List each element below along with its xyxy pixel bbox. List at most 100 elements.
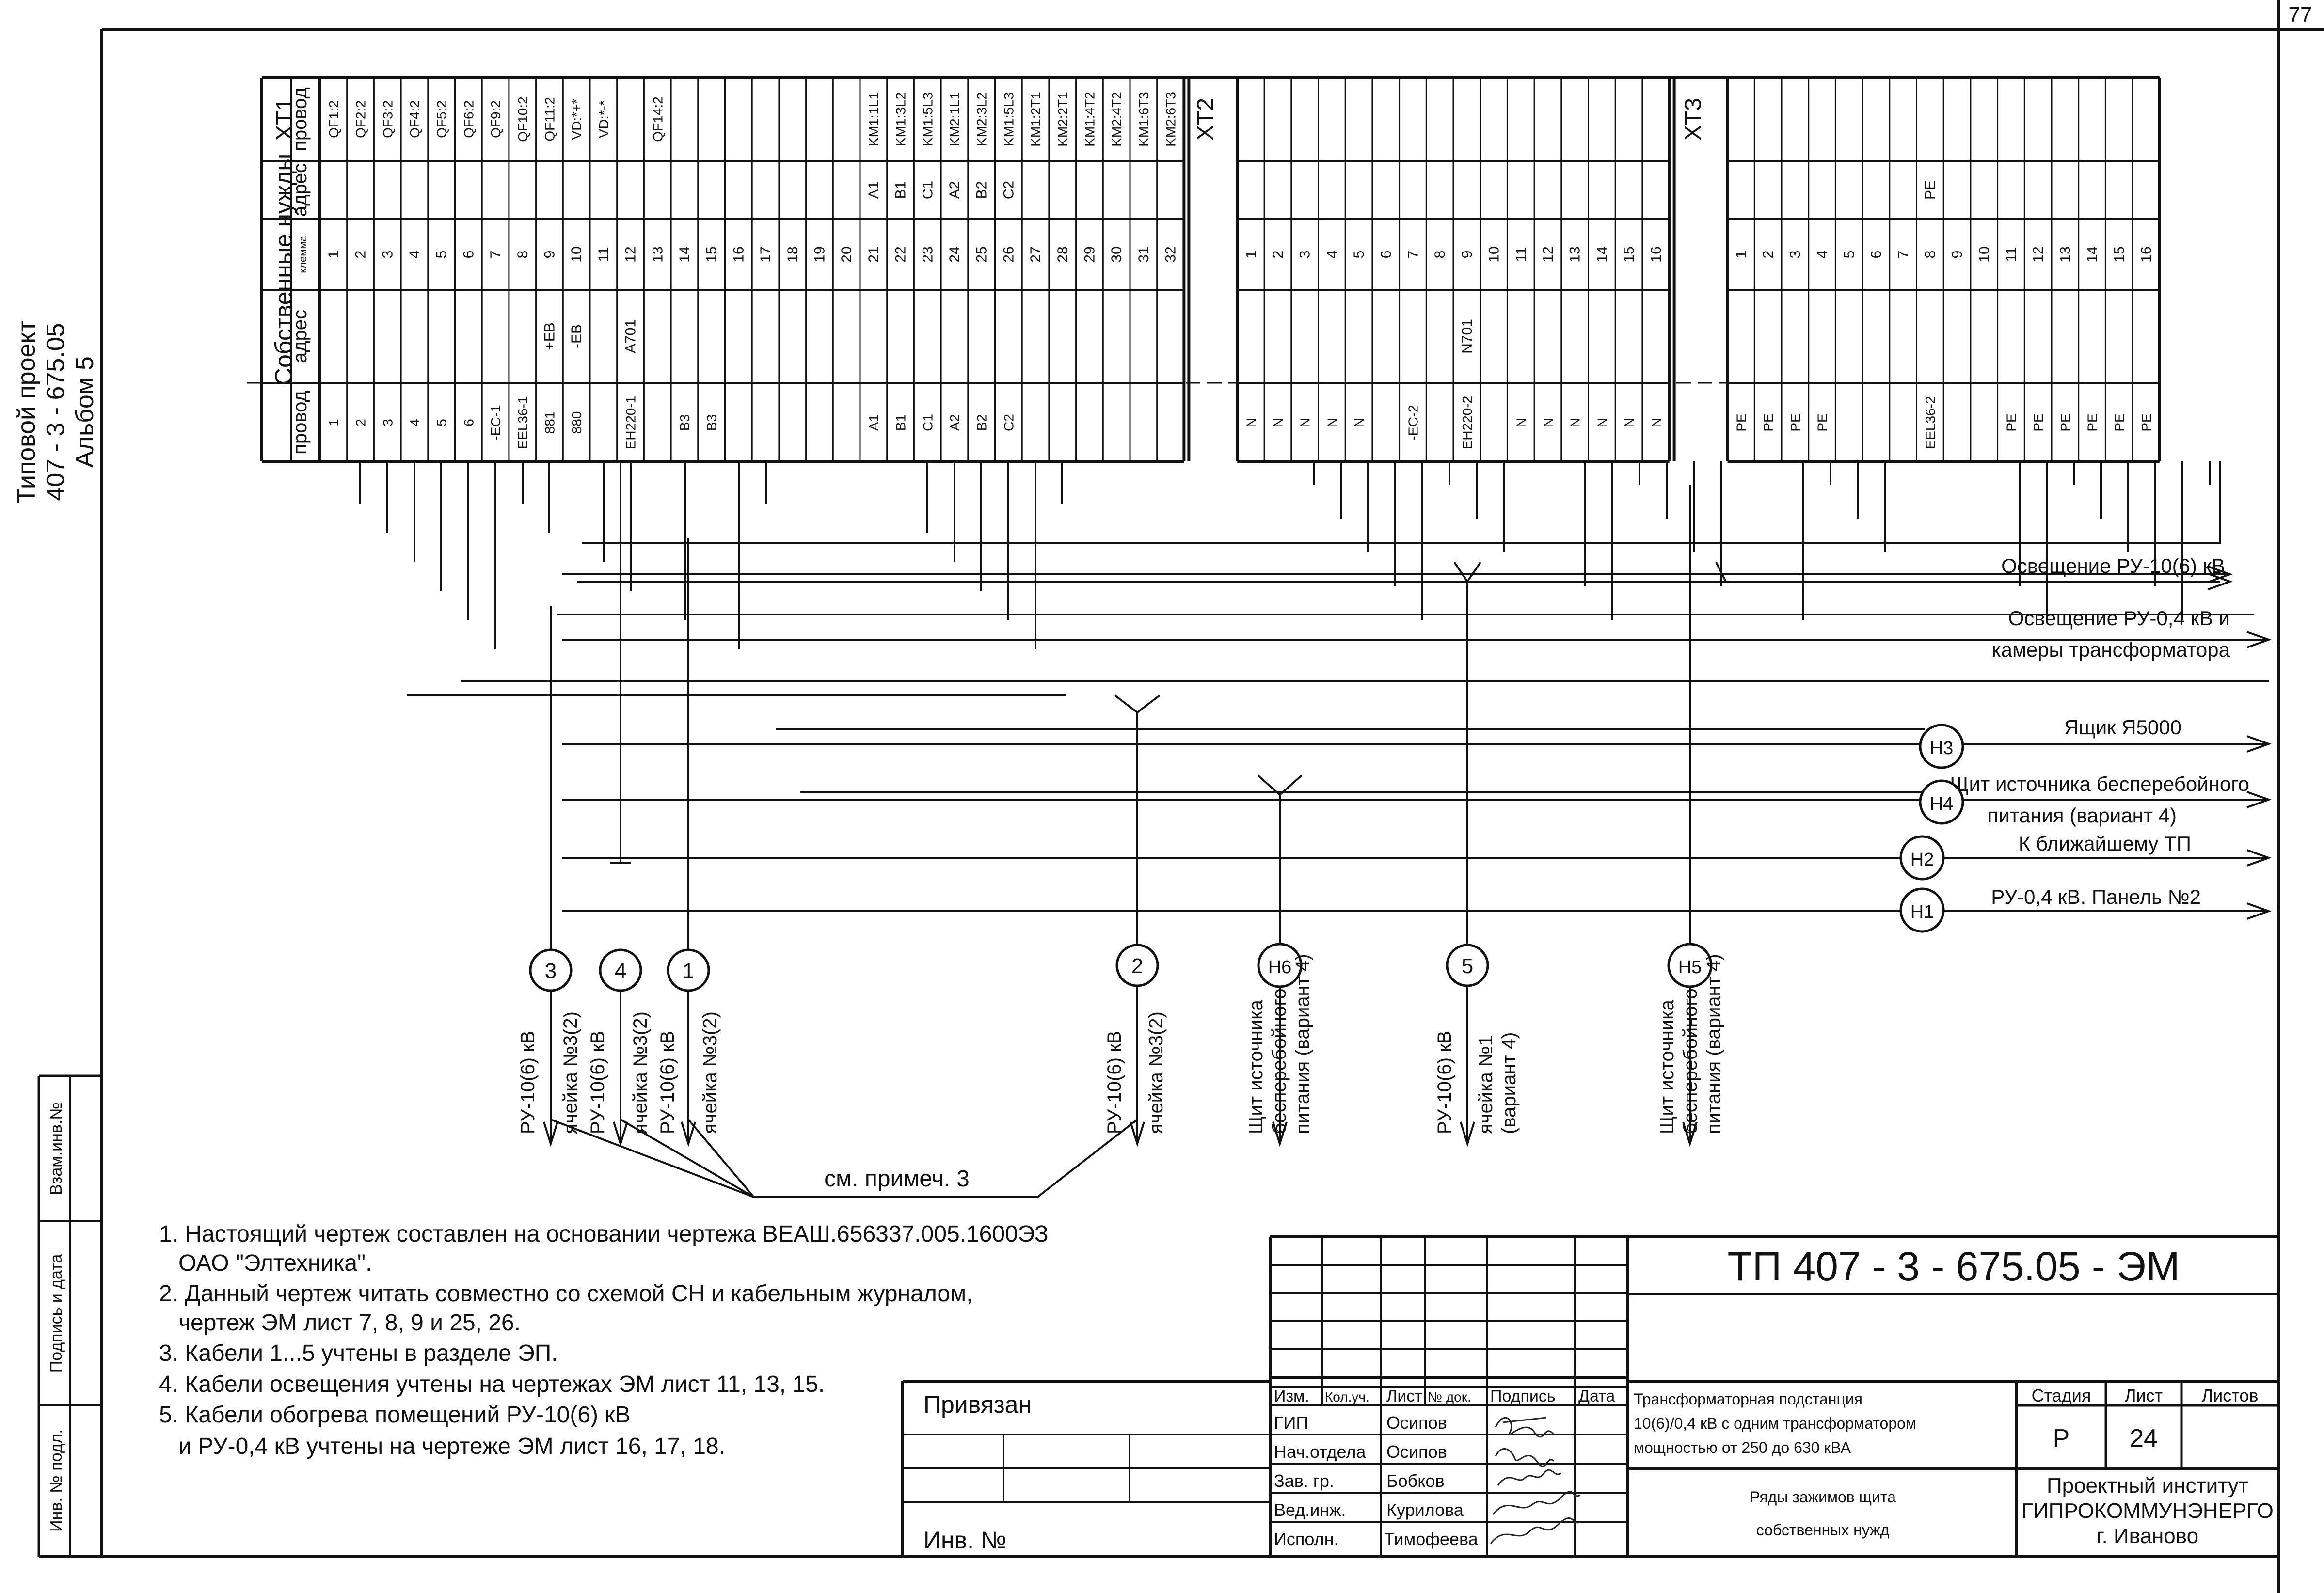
xt2-terminal-6: 6 bbox=[1378, 251, 1394, 259]
xt1-bot-wire-12: EH220-1 bbox=[623, 396, 638, 450]
xt1-bot-wire-7: -EC-1 bbox=[488, 405, 503, 440]
stamp-podpis: Подпись и дата bbox=[47, 1254, 65, 1373]
xt1-bot-wire-24: A2 bbox=[947, 414, 962, 431]
see-note-callout: см. примеч. 3 bbox=[550, 1119, 1138, 1198]
c5-label-c: (вариант 4) bbox=[1498, 1032, 1520, 1134]
stadiya-value: Р bbox=[2053, 1424, 2070, 1452]
xt3-terminal-6: 6 bbox=[1868, 251, 1884, 259]
xt2-terminal-2: 2 bbox=[1270, 251, 1286, 259]
notes: 1. Настоящий чертеж составлен на основан… bbox=[159, 1221, 1049, 1459]
name-zav: Бобков bbox=[1386, 1471, 1445, 1491]
list-value: 24 bbox=[2130, 1424, 2158, 1452]
xt1-bot-addr-9: +EB bbox=[541, 322, 557, 350]
header-klemma: клемма bbox=[297, 236, 309, 273]
side-title-line1: Типовой проект bbox=[13, 320, 41, 503]
xt1-top-wire-24: KM2:1L1 bbox=[947, 92, 962, 146]
wire-routing bbox=[359, 461, 2272, 1147]
xt1-terminal-4: 4 bbox=[407, 251, 423, 259]
drawing-frame bbox=[37, 0, 2324, 1593]
xt1-top-wire-27: KM1:2T1 bbox=[1028, 92, 1043, 147]
xt1-terminal-21: 21 bbox=[866, 246, 882, 262]
xt3-bot-wire-12: PE bbox=[2031, 413, 2046, 431]
xt3-terminal-14: 14 bbox=[2085, 246, 2101, 262]
xt1-terminal-18: 18 bbox=[785, 246, 801, 262]
output-h4-b: питания (вариант 4) bbox=[1988, 804, 2177, 827]
cable-h5-label: H5 bbox=[1678, 957, 1702, 978]
xt1-terminal-10: 10 bbox=[569, 246, 585, 262]
xt2-bot-wire-3: N bbox=[1298, 418, 1313, 427]
h6-label-c: питания (вариант 4) bbox=[1292, 954, 1313, 1134]
name-ved: Курилова bbox=[1386, 1500, 1464, 1520]
xt2-bot-wire-4: N bbox=[1324, 418, 1339, 427]
xt3-bot-wire-8: EEL36-2 bbox=[1923, 396, 1938, 449]
xt1-top-addr-21: A1 bbox=[866, 181, 882, 199]
see-note-text: см. примеч. 3 bbox=[824, 1166, 970, 1192]
xt1-bot-addr-12: A701 bbox=[623, 319, 639, 353]
xt3-terminal-1: 1 bbox=[1733, 251, 1749, 259]
xt1-top-wire-31: KM1:6T3 bbox=[1136, 92, 1151, 147]
terminal-blocks: Собственные нуждыпроводадресклеммаадресп… bbox=[247, 76, 2161, 463]
cable-markers: 3 4 1 2 H6 5 H5 H3 H4 H2 H1 bbox=[529, 724, 1964, 992]
xt2-bot-wire-13: N bbox=[1568, 418, 1583, 427]
xt3-terminal-7: 7 bbox=[1895, 251, 1911, 259]
c3-label-a: РУ-10(6) кВ bbox=[517, 1031, 539, 1134]
xt3-top-addr-8: PE bbox=[1922, 180, 1938, 200]
xt1-bot-wire-2: 2 bbox=[353, 419, 368, 426]
org-1: Проектный институт bbox=[2047, 1474, 2248, 1498]
xt1-top-addr-25: B2 bbox=[974, 181, 990, 199]
header-adres-bot: адрес bbox=[289, 310, 311, 363]
cable-1: 1 bbox=[667, 948, 710, 992]
xt3-bot-wire-2: PE bbox=[1761, 413, 1776, 431]
listov-label: Листов bbox=[2202, 1386, 2259, 1405]
xt1-terminal-26: 26 bbox=[1001, 246, 1017, 262]
cable-h6: H6 bbox=[1257, 943, 1303, 988]
xt2-bot-wire-14: N bbox=[1594, 418, 1609, 427]
cable-h3: H3 bbox=[1919, 724, 1964, 769]
sheet-title-2: собственных нужд bbox=[1756, 1521, 1890, 1539]
c3-label-b: ячейка №3(2) bbox=[560, 1011, 581, 1134]
xt1-terminal-23: 23 bbox=[920, 246, 936, 262]
xt2-terminal-4: 4 bbox=[1324, 251, 1340, 259]
xt1-top-wire-9: QF11:2 bbox=[542, 97, 557, 141]
note-5b: и РУ-0,4 кВ учтены на чертеже ЭМ лист 16… bbox=[178, 1434, 725, 1459]
cable-2-label: 2 bbox=[1131, 954, 1143, 978]
xt2-terminal-10: 10 bbox=[1486, 246, 1502, 262]
cable-h2-label: H2 bbox=[1910, 850, 1934, 870]
cable-h2: H2 bbox=[1899, 835, 1945, 881]
doc-code: ТП 407 - 3 - 675.05 - ЭМ bbox=[1727, 1244, 2180, 1289]
xt1-terminal-12: 12 bbox=[623, 246, 639, 262]
cable-4: 4 bbox=[599, 948, 642, 992]
privyazan: Привязан bbox=[923, 1391, 1032, 1418]
xt2-terminal-13: 13 bbox=[1567, 246, 1583, 262]
xt3-terminal-15: 15 bbox=[2111, 246, 2127, 262]
xt1-top-addr-24: A2 bbox=[947, 181, 963, 199]
xt3-bot-wire-3: PE bbox=[1788, 413, 1803, 431]
xt2-bot-wire-15: N bbox=[1622, 418, 1637, 427]
note-2b: чертеж ЭМ лист 7, 8, 9 и 25, 26. bbox=[178, 1310, 521, 1336]
xt1-terminal-6: 6 bbox=[461, 251, 477, 259]
xt2-bot-wire-1: N bbox=[1243, 418, 1258, 427]
xt1-terminal-8: 8 bbox=[515, 251, 531, 259]
c5-label-a: РУ-10(6) кВ bbox=[1434, 1031, 1455, 1134]
role-nach: Нач.отдела bbox=[1274, 1442, 1366, 1462]
cable-1-label: 1 bbox=[683, 959, 694, 983]
xt3-bot-wire-14: PE bbox=[2085, 413, 2100, 431]
xt1-terminal-11: 11 bbox=[596, 247, 612, 262]
cable-3: 3 bbox=[529, 948, 573, 992]
xt1-top-wire-7: QF9:2 bbox=[488, 100, 503, 138]
cable-5: 5 bbox=[1446, 944, 1489, 987]
col-ndok: № док. bbox=[1428, 1389, 1471, 1404]
name-ispoln: Тимофеева bbox=[1384, 1529, 1479, 1549]
xt3-terminal-9: 9 bbox=[1949, 251, 1965, 259]
c2-label-a: РУ-10(6) кВ bbox=[1104, 1031, 1125, 1134]
header-adres-top: адрес bbox=[289, 163, 311, 217]
xt1-terminal-14: 14 bbox=[677, 246, 693, 262]
xt1-terminal-2: 2 bbox=[353, 251, 369, 259]
cable-h3-label: H3 bbox=[1930, 738, 1954, 758]
xt2-terminal-7: 7 bbox=[1405, 251, 1421, 259]
xt1-terminal-5: 5 bbox=[434, 251, 450, 259]
xt1-top-wire-23: KM1:5L3 bbox=[920, 92, 935, 146]
c4-label-b: ячейка №3(2) bbox=[630, 1011, 651, 1134]
xt1-terminal-29: 29 bbox=[1082, 246, 1098, 262]
xt2-bot-wire-7: -EC-2 bbox=[1405, 405, 1420, 440]
